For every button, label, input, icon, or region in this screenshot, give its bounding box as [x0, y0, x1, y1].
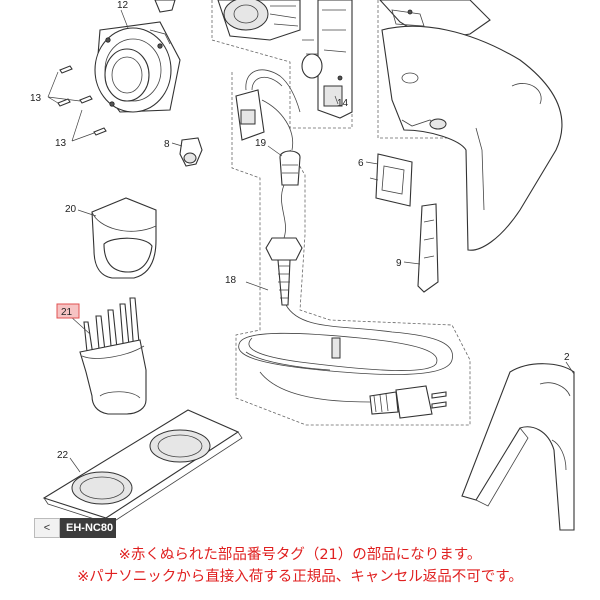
label-21: 21: [61, 307, 73, 318]
part-13-screws[interactable]: [57, 65, 107, 136]
label-19: 19: [255, 138, 267, 149]
part-19-cord-bushing[interactable]: [279, 150, 301, 186]
part-22-tray[interactable]: [42, 409, 243, 525]
part-9-side-rail[interactable]: [417, 203, 439, 293]
switch-block[interactable]: [235, 69, 301, 151]
notes: ※赤くぬられた部品番号タグ（21）の部品になります。 ※パナソニックから直接入荷…: [0, 544, 600, 588]
label-8: 8: [164, 139, 170, 150]
highlight-tag-21: [56, 303, 80, 319]
part-8-switch-knob[interactable]: [179, 137, 203, 167]
motor-unit[interactable]: [154, 0, 301, 41]
part-14-circuit-board[interactable]: [301, 0, 353, 119]
note-line-1: ※赤くぬられた部品番号タグ（21）の部品になります。: [118, 547, 482, 563]
label-2: 2: [564, 352, 570, 363]
label-22: 22: [57, 450, 69, 461]
label-18: 18: [225, 275, 237, 286]
part-2-stand[interactable]: [461, 363, 575, 531]
label-20: 20: [65, 204, 77, 215]
label-14: 14: [337, 98, 349, 109]
label-13-lower: 13: [55, 138, 67, 149]
back-button[interactable]: <: [34, 518, 60, 538]
part-21-comb-attachment[interactable]: [79, 297, 147, 415]
handle-body[interactable]: [379, 0, 563, 251]
exploded-parts-diagram: 12 13 13 14 8 19 6 20 9 18 21 22 2: [30, 0, 575, 531]
part-18-power-cord[interactable]: [238, 184, 453, 419]
part-6-bracket[interactable]: [369, 153, 413, 207]
part-12-housing-ring[interactable]: [94, 21, 181, 113]
model-label: EH-NC80: [60, 518, 116, 538]
label-12: 12: [117, 0, 129, 11]
note-line-2: ※パナソニックから直接入荷する正規品、キャンセル返品不可です。: [77, 569, 523, 585]
model-tag: < EH-NC80: [34, 518, 116, 538]
part-20-nozzle[interactable]: [91, 197, 157, 279]
label-6: 6: [358, 158, 364, 169]
label-13-upper: 13: [30, 93, 42, 104]
label-9: 9: [396, 258, 402, 269]
